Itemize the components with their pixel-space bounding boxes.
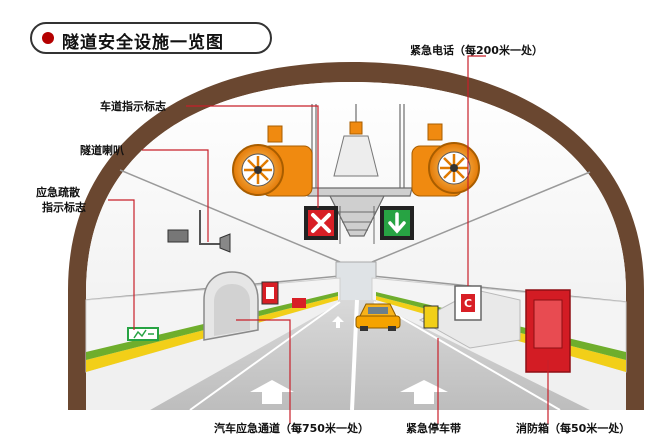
road-surface — [150, 300, 590, 410]
road-arrow-left — [250, 380, 294, 404]
road-arrow-small-left — [332, 316, 344, 328]
tunnel-far-portal — [335, 261, 377, 303]
speaker-bracket — [199, 210, 220, 245]
page-title: 隧道安全设施一览图 — [62, 33, 224, 53]
label-evac-sign-1: 应急疏散 — [36, 186, 80, 199]
yellow-car — [355, 303, 401, 331]
passage-sign-inner — [266, 287, 274, 299]
x-cross-icon — [311, 213, 331, 233]
left-sidewalk — [86, 300, 338, 410]
label-evac-sign-2: 指示标志 — [42, 201, 86, 214]
ceiling-light-top — [349, 121, 363, 135]
fire-box-window — [533, 299, 563, 349]
vehicle-passage-recess — [214, 284, 250, 336]
jet-fan-left — [232, 125, 313, 197]
ceiling-edge-lines — [85, 169, 627, 303]
running-person-icon — [133, 329, 154, 339]
title-badge: 隧道安全设施一览图 — [30, 22, 272, 54]
label-emergency-phone: 紧急电话（每200米一处） — [410, 44, 543, 57]
wall-marker — [292, 298, 306, 308]
jet-fan-right — [411, 123, 480, 197]
label-vehicle-passage: 汽车应急通道（每750米一处） — [214, 422, 369, 435]
label-fire-box: 消防箱（每50米一处） — [516, 422, 631, 435]
leader-lines — [108, 55, 549, 424]
center-light-hood — [333, 135, 379, 177]
phone-box-panel — [461, 294, 475, 312]
emergency-lane-barrier — [423, 305, 439, 329]
gantry-ladder — [338, 206, 376, 244]
phone-icon: C — [464, 297, 472, 310]
speaker-horn — [219, 233, 231, 253]
lane-edge-left — [189, 301, 341, 411]
label-tunnel-speaker: 隧道喇叭 — [80, 144, 124, 157]
camera-box — [167, 229, 189, 243]
label-lane-sign: 车道指示标志 — [100, 100, 166, 113]
road-arrow-right — [400, 380, 448, 404]
ceiling-hangers — [311, 104, 405, 188]
label-emergency-lane: 紧急停车带 — [406, 422, 461, 435]
lane-edge-right — [373, 301, 561, 411]
down-arrow-icon — [388, 212, 406, 234]
